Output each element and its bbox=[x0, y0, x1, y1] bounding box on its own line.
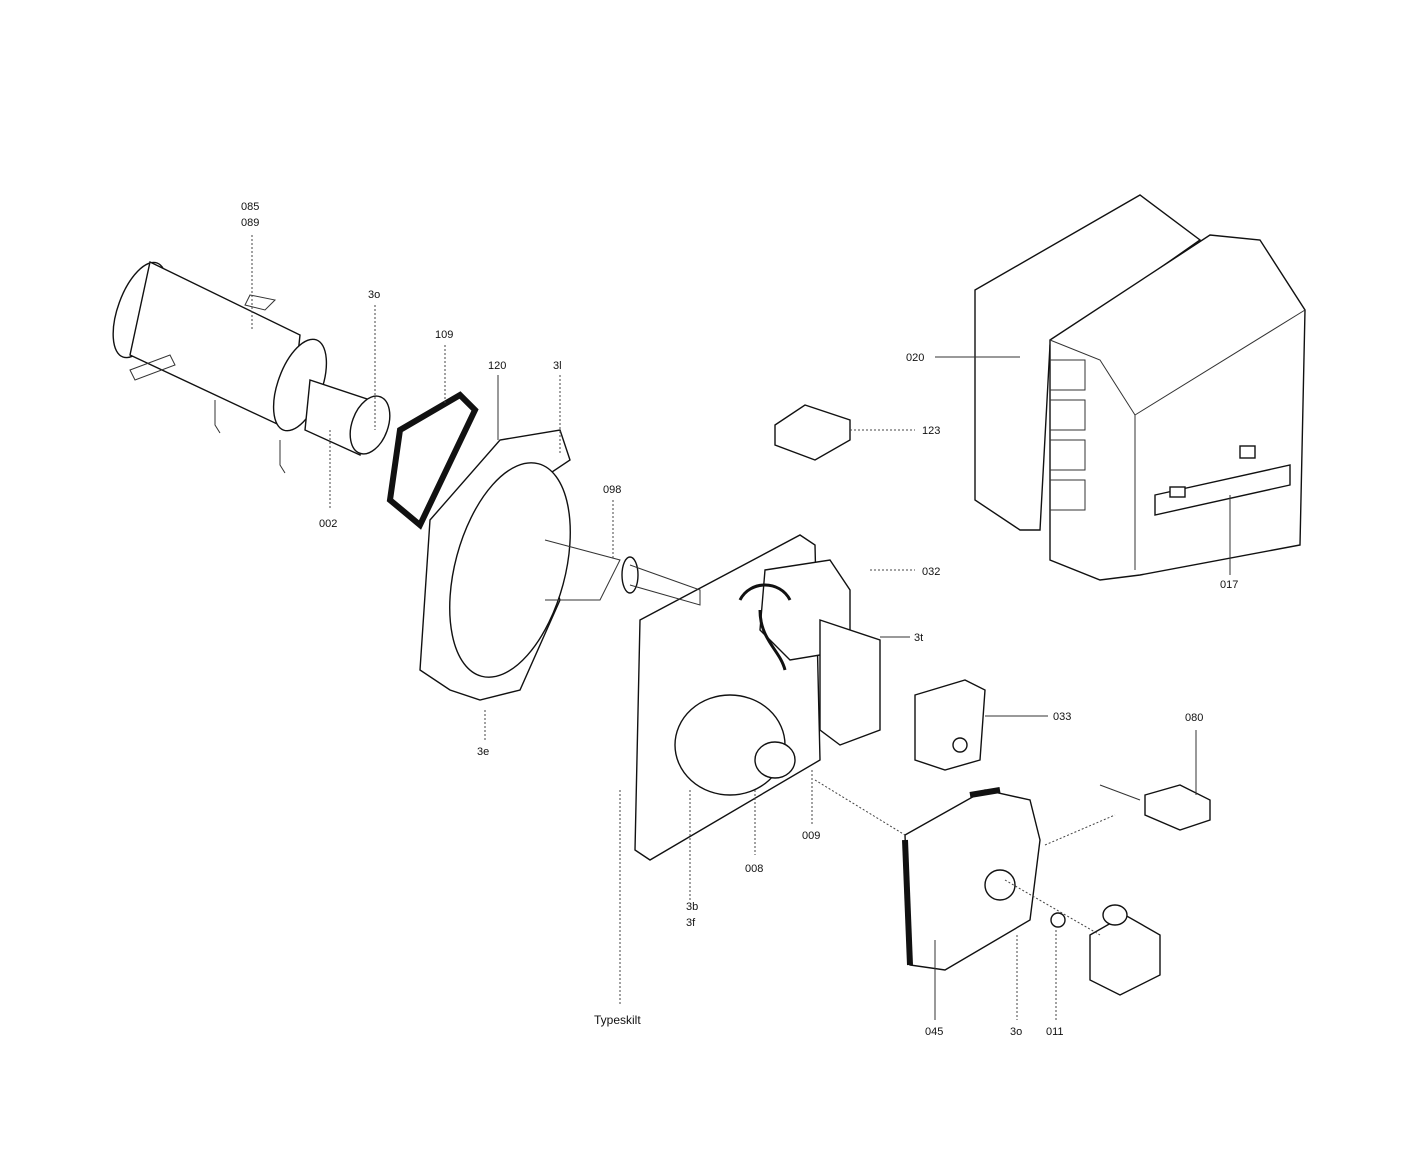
mounting-plate bbox=[621, 534, 881, 861]
label-032: 032 bbox=[922, 566, 940, 578]
label-002: 002 bbox=[319, 518, 337, 530]
label-011: 011 bbox=[1046, 1026, 1064, 1038]
label-080: 080 bbox=[1185, 712, 1203, 724]
label-3b: 3b bbox=[686, 901, 698, 913]
label-typeskilt: Typeskilt bbox=[594, 1013, 641, 1027]
label-3f: 3f bbox=[686, 917, 696, 929]
blast-tube bbox=[112, 260, 328, 474]
leader-lines bbox=[251, 235, 1231, 1020]
label-033: 033 bbox=[1053, 711, 1071, 723]
label-009: 009 bbox=[802, 830, 820, 842]
label-017: 017 bbox=[1220, 579, 1238, 591]
label-098: 098 bbox=[603, 484, 621, 496]
label-109: 109 bbox=[435, 329, 453, 341]
small-cover bbox=[914, 679, 986, 771]
label-008: 008 bbox=[745, 863, 763, 875]
label-3o-bottom: 3o bbox=[1010, 1026, 1022, 1038]
label-045: 045 bbox=[925, 1026, 943, 1038]
burner-cover bbox=[974, 194, 1306, 581]
label-020: 020 bbox=[906, 352, 924, 364]
nozzle-assembly bbox=[304, 379, 391, 457]
label-120: 120 bbox=[488, 360, 506, 372]
pump-cover bbox=[902, 787, 1041, 971]
label-123: 123 bbox=[922, 425, 940, 437]
label-3l: 3l bbox=[553, 360, 562, 372]
ignition-component bbox=[774, 404, 851, 461]
label-3e: 3e bbox=[477, 746, 489, 758]
label-3o-top: 3o bbox=[368, 289, 380, 301]
oil-pump bbox=[1050, 904, 1161, 996]
label-3t: 3t bbox=[914, 632, 923, 644]
solenoid-coil bbox=[1099, 784, 1211, 831]
label-089: 089 bbox=[241, 217, 259, 229]
gasket bbox=[386, 391, 479, 530]
fan-housing bbox=[419, 429, 621, 701]
label-085: 085 bbox=[241, 201, 259, 213]
